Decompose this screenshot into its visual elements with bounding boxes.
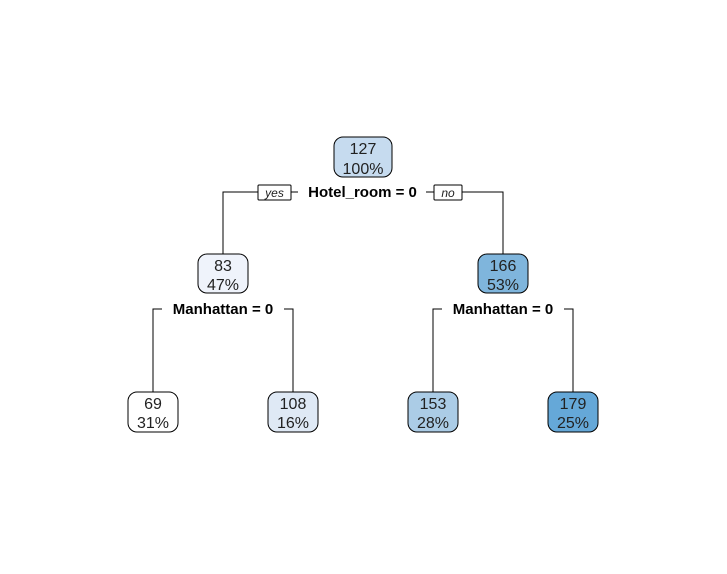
node-box [477, 253, 529, 294]
split-label-root: Hotel_room = 0 [308, 184, 417, 201]
node-value: 127 [350, 141, 377, 158]
branch-tag-no-label: no [441, 186, 455, 200]
tree-node-root: 127 100% [333, 136, 393, 178]
tree-node-left: 83 47% [197, 253, 249, 294]
node-percent: 25% [557, 415, 589, 432]
node-box [127, 391, 179, 433]
edge-root-right [462, 191, 504, 254]
branch-tag-no: no [433, 184, 463, 201]
node-percent: 47% [207, 277, 239, 294]
edge-root-left [222, 191, 258, 254]
node-percent: 28% [417, 415, 449, 432]
edge-left-leaf-1 [152, 308, 162, 392]
edge-left-leaf-2 [284, 308, 294, 392]
node-box [267, 391, 319, 433]
node-value: 166 [490, 258, 517, 275]
tree-leaf-4: 179 25% [547, 391, 599, 433]
node-percent: 53% [487, 277, 519, 294]
node-percent: 31% [137, 415, 169, 432]
split-label-left: Manhattan = 0 [173, 301, 273, 318]
node-value: 179 [560, 396, 587, 413]
node-percent: 100% [343, 161, 384, 178]
tree-edges [152, 191, 574, 392]
tree-leaf-2: 108 16% [267, 391, 319, 433]
node-box [197, 253, 249, 294]
tree-node-right: 166 53% [477, 253, 529, 294]
node-value: 153 [420, 396, 447, 413]
split-label-right: Manhattan = 0 [453, 301, 553, 318]
edge-right-leaf-2 [564, 308, 574, 392]
branch-tag-yes: yes [257, 184, 292, 201]
branch-tag-yes-label: yes [264, 186, 284, 200]
node-box [547, 391, 599, 433]
edge-right-leaf-1 [432, 308, 442, 392]
node-value: 83 [214, 258, 232, 275]
node-value: 69 [144, 396, 162, 413]
node-percent: 16% [277, 415, 309, 432]
node-box [407, 391, 459, 433]
node-box [333, 136, 393, 178]
tree-leaf-1: 69 31% [127, 391, 179, 433]
node-value: 108 [280, 396, 307, 413]
tree-leaf-3: 153 28% [407, 391, 459, 433]
